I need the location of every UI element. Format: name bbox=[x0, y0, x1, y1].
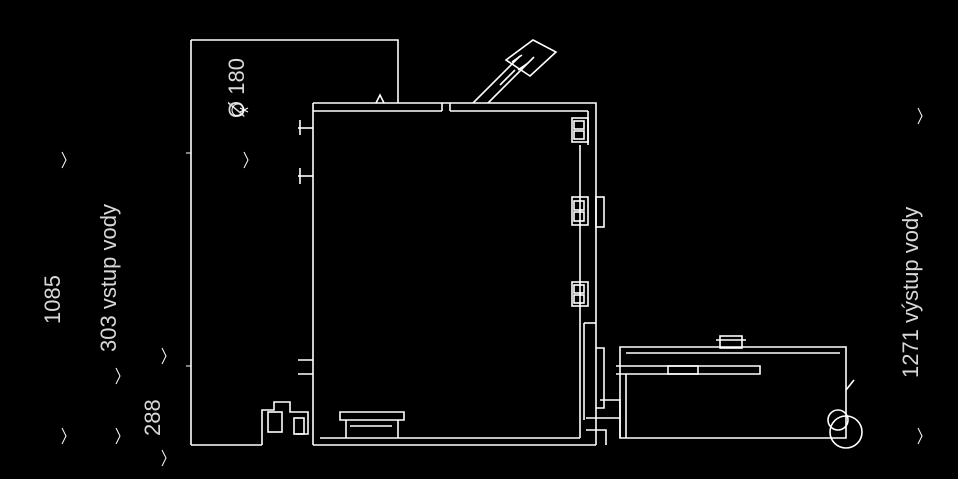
dimension-ticks bbox=[61, 107, 923, 467]
top-fan-assembly bbox=[472, 39, 558, 104]
dimension-base-label: 288 bbox=[140, 399, 165, 436]
bottom-fittings bbox=[261, 401, 405, 445]
dimension-outlet-label: 1271 výstup vody bbox=[898, 207, 923, 378]
hopper-unit bbox=[586, 335, 863, 449]
dimension-height-label: 1085 bbox=[40, 275, 65, 324]
dimension-inlet-label: 303 vstup vody bbox=[96, 204, 121, 352]
door-hinges bbox=[571, 117, 605, 420]
flue-outline bbox=[186, 39, 399, 446]
dimension-diameter-label: Ø 180 bbox=[224, 58, 249, 118]
boiler-body bbox=[298, 93, 597, 446]
